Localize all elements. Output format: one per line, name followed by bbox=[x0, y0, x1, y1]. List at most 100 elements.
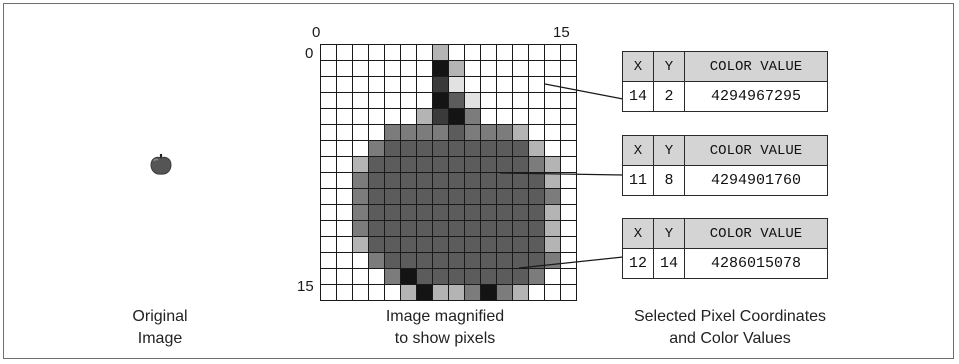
pixel-cell bbox=[481, 93, 497, 109]
pixel-cell bbox=[497, 253, 513, 269]
header-x: X bbox=[622, 218, 654, 249]
table-row: 14 2 4294967295 bbox=[622, 81, 828, 112]
pixel-cell bbox=[353, 173, 369, 189]
pixel-cell bbox=[321, 125, 337, 141]
pixel-cell bbox=[481, 189, 497, 205]
pixel-cell bbox=[417, 237, 433, 253]
pixel-cell bbox=[353, 157, 369, 173]
pixel-cell bbox=[353, 45, 369, 61]
pixel-cell bbox=[369, 125, 385, 141]
pixel-cell bbox=[417, 157, 433, 173]
pixel-cell bbox=[513, 77, 529, 93]
pixel-cell bbox=[465, 125, 481, 141]
pixel-cell bbox=[417, 141, 433, 157]
pixel-cell bbox=[385, 77, 401, 93]
pixel-cell bbox=[369, 157, 385, 173]
pixel-cell bbox=[353, 109, 369, 125]
pixel-cell bbox=[385, 141, 401, 157]
cell-color-value: 4294901760 bbox=[684, 165, 828, 196]
pixel-cell bbox=[481, 141, 497, 157]
pixel-cell bbox=[513, 205, 529, 221]
pixel-cell bbox=[465, 285, 481, 301]
pixel-cell bbox=[321, 253, 337, 269]
pixel-cell bbox=[545, 157, 561, 173]
pixel-cell bbox=[353, 205, 369, 221]
pixel-cell bbox=[433, 125, 449, 141]
pixel-cell bbox=[401, 93, 417, 109]
pixel-cell bbox=[401, 253, 417, 269]
table-row: 12 14 4286015078 bbox=[622, 248, 828, 279]
pixel-cell bbox=[481, 237, 497, 253]
pixel-cell bbox=[337, 93, 353, 109]
pixel-cell bbox=[401, 237, 417, 253]
cell-x: 14 bbox=[622, 81, 654, 112]
pixel-cell bbox=[545, 253, 561, 269]
pixel-cell bbox=[561, 269, 577, 285]
pixel-cell bbox=[337, 285, 353, 301]
pixel-cell bbox=[321, 45, 337, 61]
pixel-cell bbox=[417, 269, 433, 285]
pixel-cell bbox=[497, 269, 513, 285]
pixel-cell bbox=[465, 77, 481, 93]
pixel-cell bbox=[481, 109, 497, 125]
pixel-cell bbox=[401, 77, 417, 93]
pixel-cell bbox=[497, 125, 513, 141]
pixel-cell bbox=[433, 221, 449, 237]
pixel-cell bbox=[337, 221, 353, 237]
pixel-cell bbox=[529, 221, 545, 237]
pixel-cell bbox=[385, 205, 401, 221]
pixel-cell bbox=[497, 77, 513, 93]
pixel-cell bbox=[561, 77, 577, 93]
pixel-cell bbox=[465, 61, 481, 77]
pixel-cell bbox=[545, 141, 561, 157]
pixel-cell bbox=[529, 45, 545, 61]
header-color-value: COLOR VALUE bbox=[684, 218, 828, 249]
pixel-cell bbox=[385, 45, 401, 61]
pixel-cell bbox=[529, 269, 545, 285]
caption-line: Image magnified bbox=[385, 308, 505, 325]
pixel-cell bbox=[433, 61, 449, 77]
pixel-cell bbox=[529, 285, 545, 301]
pixel-cell bbox=[337, 157, 353, 173]
pixel-cell bbox=[561, 285, 577, 301]
pixel-cell bbox=[529, 61, 545, 77]
pixel-cell bbox=[497, 285, 513, 301]
pixel-cell bbox=[465, 109, 481, 125]
pixel-cell bbox=[385, 269, 401, 285]
pixel-cell bbox=[321, 221, 337, 237]
pixel-cell bbox=[529, 205, 545, 221]
pixel-cell bbox=[561, 61, 577, 77]
caption-line: to show pixels bbox=[394, 330, 496, 347]
pixel-cell bbox=[465, 205, 481, 221]
pixel-cell bbox=[417, 125, 433, 141]
pixel-cell bbox=[561, 221, 577, 237]
pixel-cell bbox=[497, 109, 513, 125]
pixel-cell bbox=[321, 93, 337, 109]
pixel-cell bbox=[369, 285, 385, 301]
pixel-cell bbox=[337, 253, 353, 269]
pixel-cell bbox=[417, 253, 433, 269]
pixel-cell bbox=[545, 189, 561, 205]
pixel-cell bbox=[529, 109, 545, 125]
pixel-cell bbox=[401, 61, 417, 77]
pixel-cell bbox=[529, 93, 545, 109]
pixel-cell bbox=[337, 45, 353, 61]
pixel-cell bbox=[561, 93, 577, 109]
pixel-cell bbox=[321, 173, 337, 189]
pixel-cell bbox=[385, 285, 401, 301]
pixel-cell bbox=[337, 269, 353, 285]
pixel-cell bbox=[321, 237, 337, 253]
pixel-cell bbox=[465, 173, 481, 189]
pixel-cell bbox=[497, 173, 513, 189]
pixel-cell bbox=[529, 141, 545, 157]
pixel-cell bbox=[449, 157, 465, 173]
pixel-cell bbox=[513, 189, 529, 205]
pixel-cell bbox=[337, 141, 353, 157]
header-y: Y bbox=[653, 218, 685, 249]
pixel-cell bbox=[449, 141, 465, 157]
pixel-cell bbox=[353, 141, 369, 157]
pixel-cell bbox=[529, 125, 545, 141]
pixel-cell bbox=[561, 205, 577, 221]
pixel-cell bbox=[385, 93, 401, 109]
pixel-cell bbox=[353, 77, 369, 93]
